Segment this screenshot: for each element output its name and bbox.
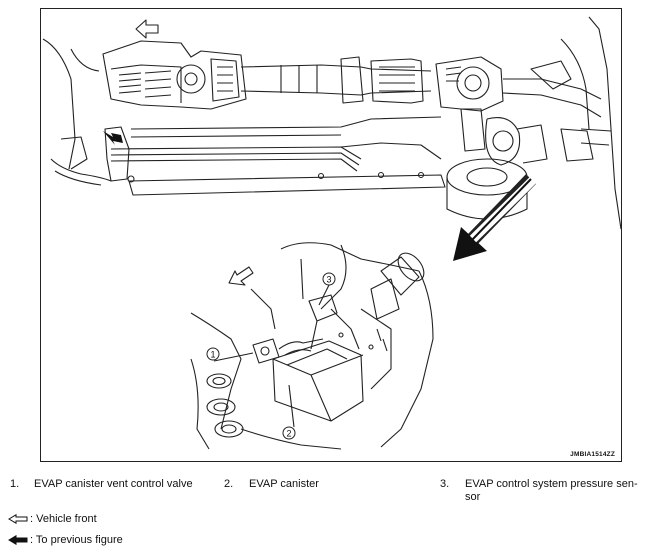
legend-label-3-cont: sor <box>465 491 481 503</box>
legend-previous-figure: : To previous figure <box>8 534 123 546</box>
solid-arrow-icon <box>8 535 28 545</box>
to-previous-figure-arrow-icon <box>103 131 123 145</box>
legend-label-3: EVAP control system pressure sen- <box>465 478 638 490</box>
detail-vehicle-front-arrow-icon <box>228 266 254 286</box>
callout-3-label: 3 <box>326 275 331 285</box>
callout-3: 3 <box>322 272 336 286</box>
diagram-frame: 1 2 3 JMBIA1514ZZ <box>40 8 622 462</box>
vehicle-front-arrow-icon <box>135 19 159 39</box>
canister-detail-view <box>190 242 434 450</box>
legend-label-1: EVAP canister vent control valve <box>34 478 193 490</box>
legend-number-3: 3. <box>440 478 450 490</box>
legend-vehicle-front-label: : Vehicle front <box>30 513 97 525</box>
legend-previous-figure-label: : To previous figure <box>30 534 123 546</box>
outline-arrow-icon <box>8 514 28 524</box>
vehicle-underbody-illustration: 1 2 3 <box>42 16 621 450</box>
callout-2-label: 2 <box>286 429 291 439</box>
legend-number-2: 2. <box>224 478 234 490</box>
detail-pointer-arrow-icon <box>453 227 487 261</box>
figure-code: JMBIA1514ZZ <box>570 451 615 458</box>
callout-2: 2 <box>282 426 296 440</box>
legend-vehicle-front: : Vehicle front <box>8 513 97 525</box>
callout-1-label: 1 <box>210 350 215 360</box>
callout-1: 1 <box>206 347 220 361</box>
legend-label-2: EVAP canister <box>249 478 319 490</box>
legend-number-1: 1. <box>10 478 20 490</box>
